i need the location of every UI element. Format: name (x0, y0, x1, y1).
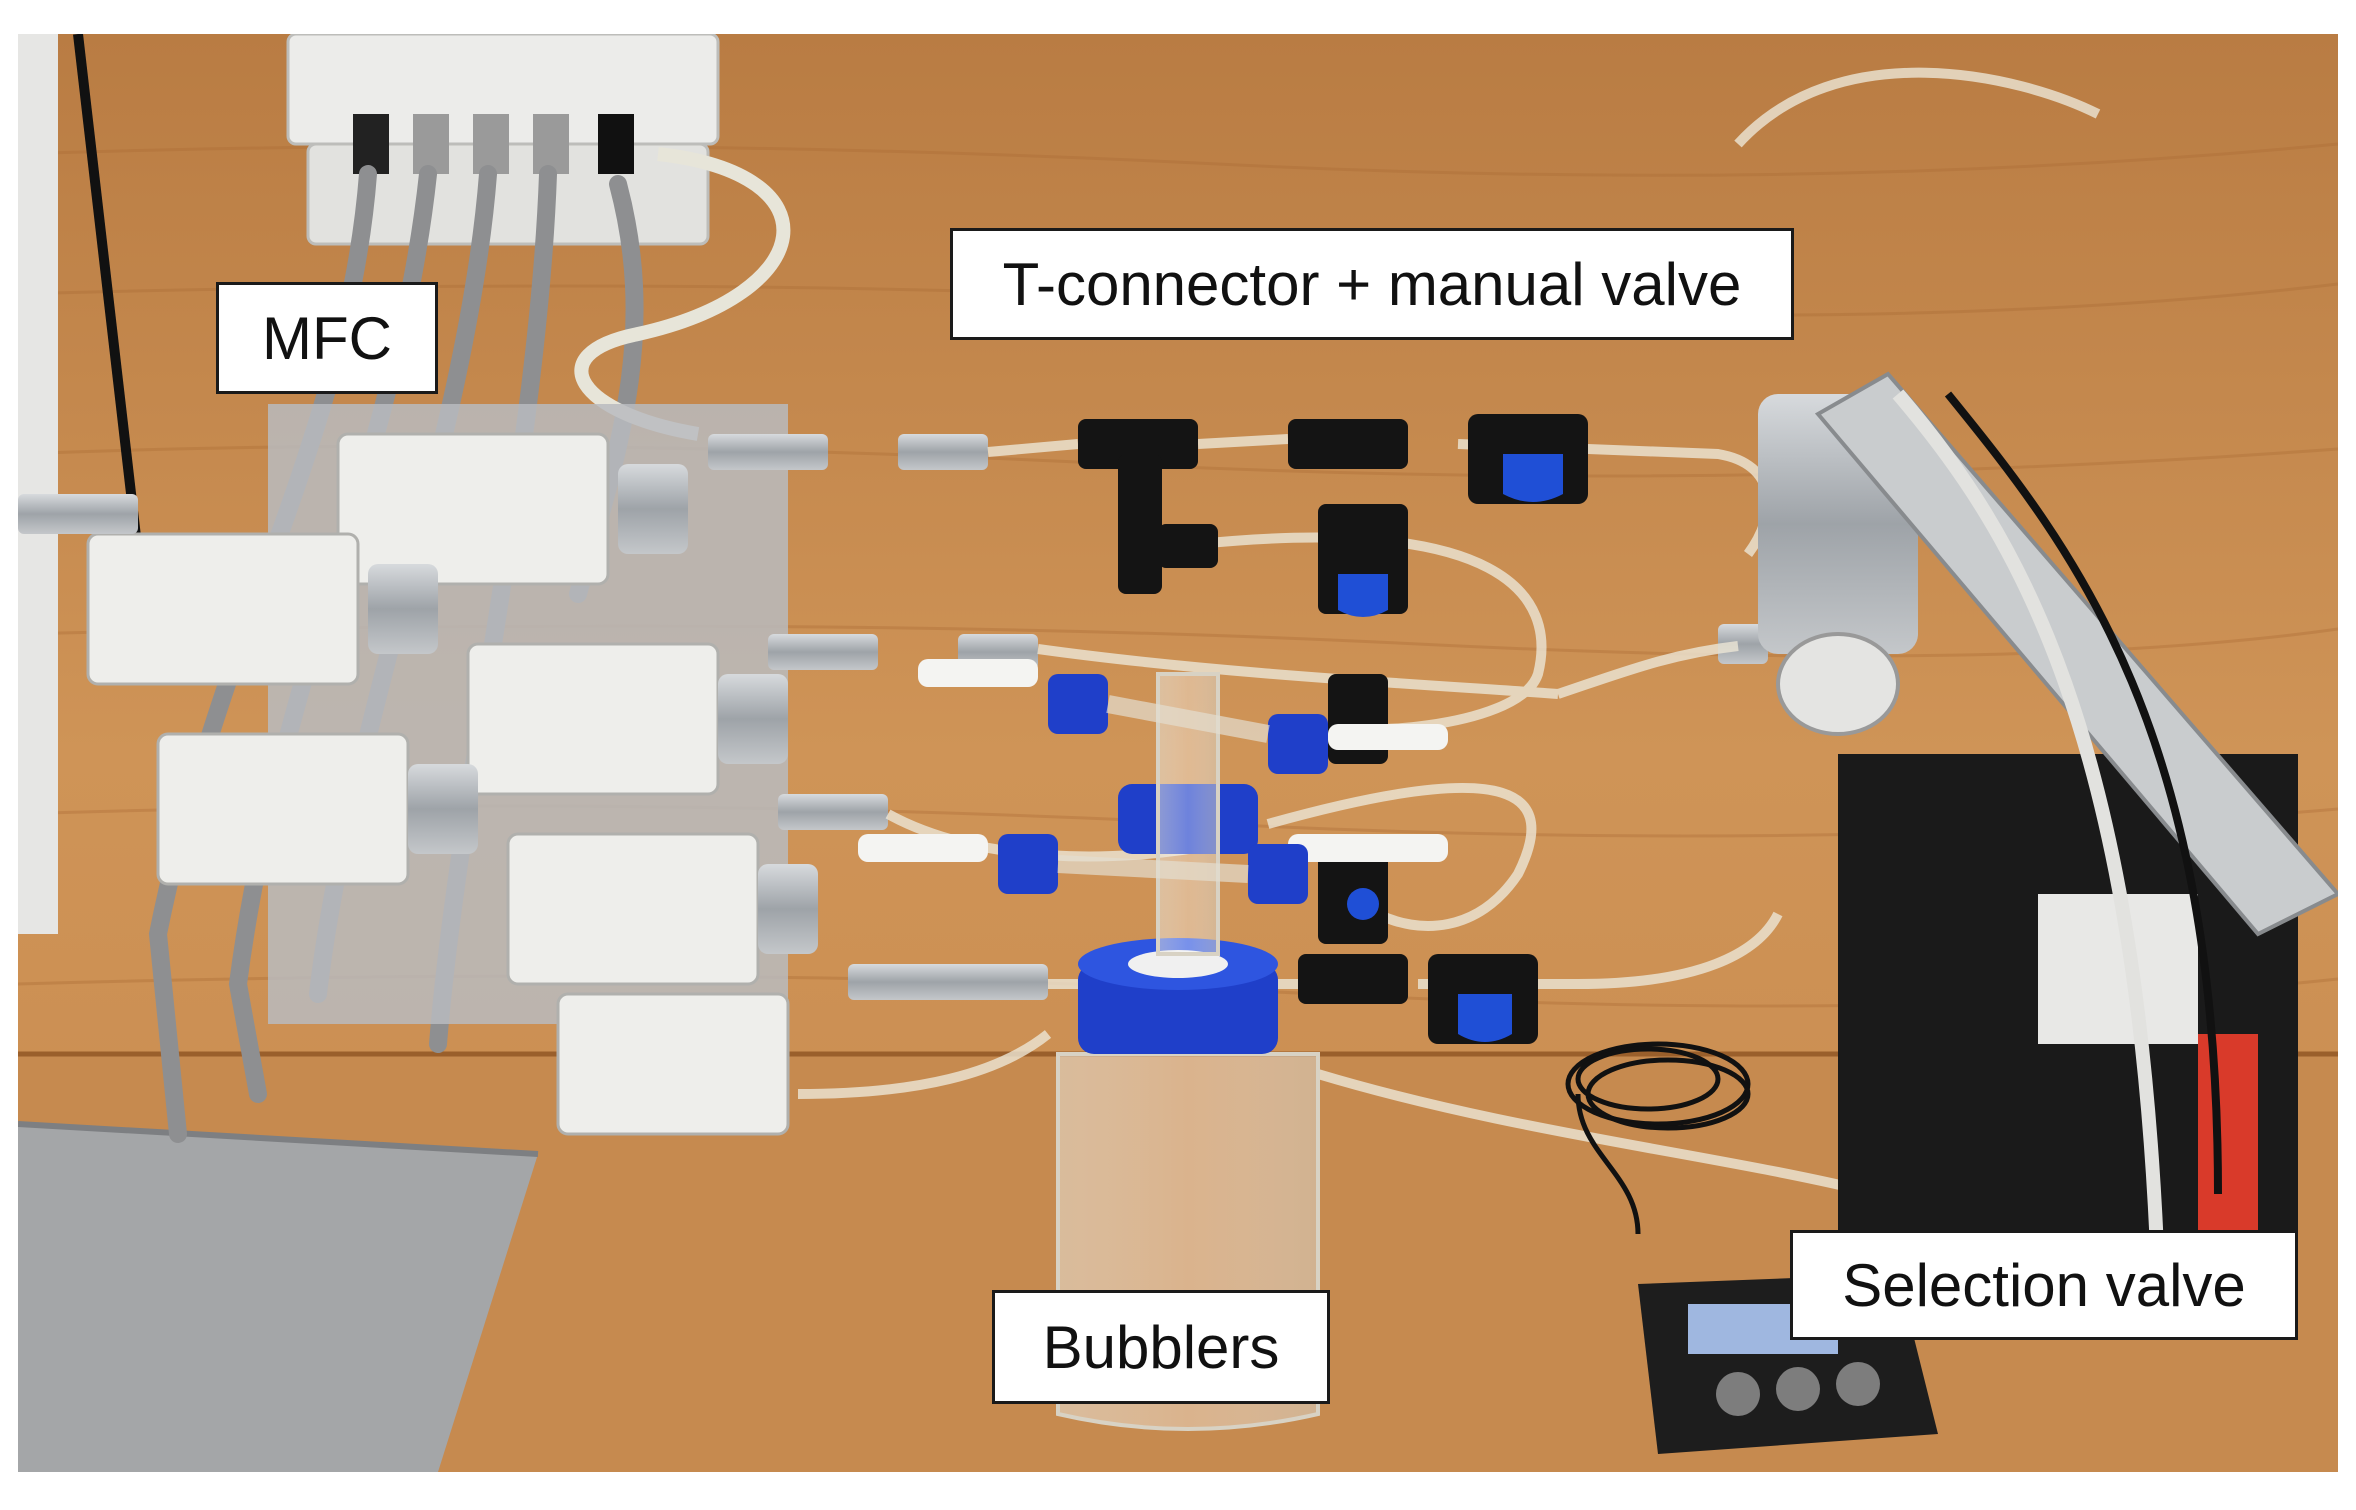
laptop (18, 1124, 538, 1472)
black-wire-coil (1565, 1041, 1751, 1235)
junction-box (286, 34, 720, 246)
selection-valve-label: Selection valve (1790, 1230, 2298, 1340)
selection-valve (1758, 371, 2338, 1275)
bubblers (998, 672, 1328, 1431)
mfc-modules (86, 432, 818, 1136)
bubblers-label: Bubblers (992, 1290, 1330, 1404)
mfc-label: MFC (216, 282, 438, 394)
steel-fittings (18, 434, 1768, 1000)
white-connectors (858, 659, 1448, 862)
t-connector-label: T-connector + manual valve (950, 228, 1794, 340)
manual-valves (1338, 414, 1588, 1044)
